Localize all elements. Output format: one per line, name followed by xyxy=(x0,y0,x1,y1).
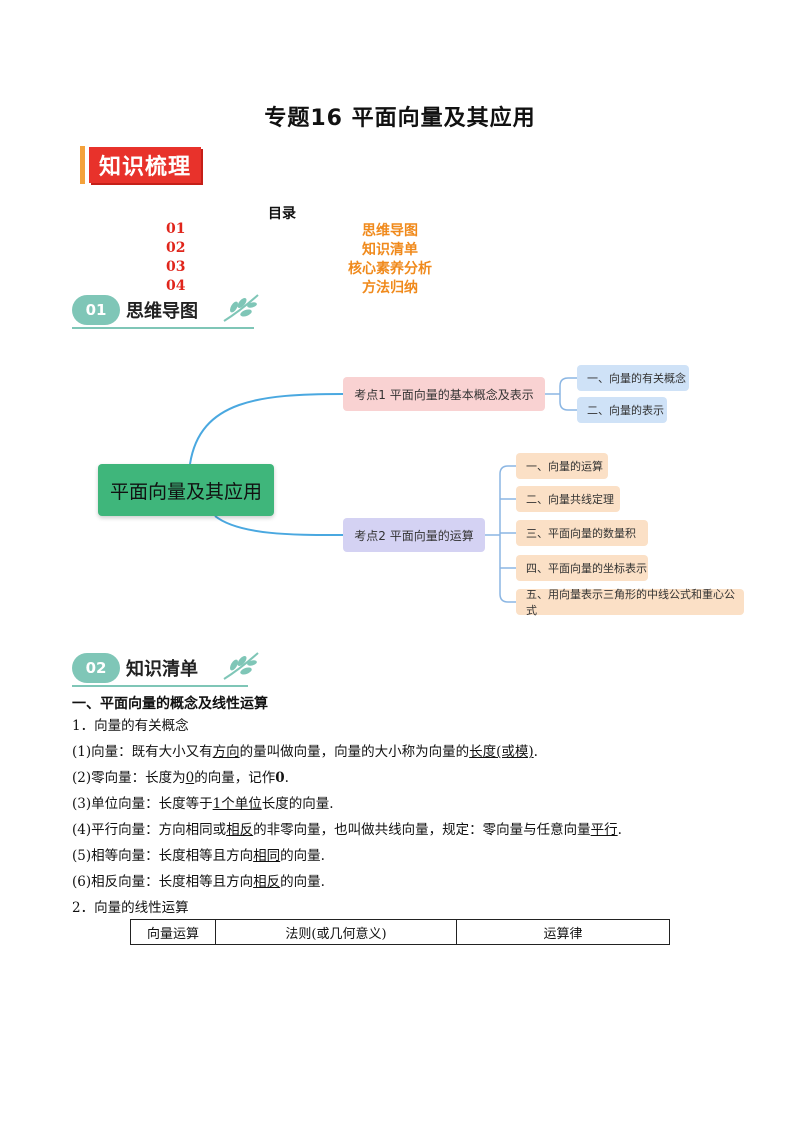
subheading: 1．向量的有关概念 xyxy=(72,718,189,734)
toc-num: 01 xyxy=(166,221,186,237)
definition-line: (1)向量：既有大小又有方向的量叫做向量，向量的大小称为向量的长度(或模). xyxy=(72,744,538,760)
leaf-icon xyxy=(223,294,259,322)
section-number: 01 xyxy=(72,295,120,325)
mindmap-connectors xyxy=(189,377,577,603)
definition-line: (2)零向量：长度为0的向量，记作0. xyxy=(72,770,289,786)
leaf-icon xyxy=(223,652,259,680)
mindmap-topic-1: 考点1 平面向量的基本概念及表示 xyxy=(343,377,545,411)
section-label: 知识清单 xyxy=(126,659,198,680)
definition-line: (5)相等向量：长度相等且方向相同的向量. xyxy=(72,848,325,864)
toc-link-literacy[interactable]: 核心素养分析 xyxy=(348,261,432,277)
mindmap-root: 平面向量及其应用 xyxy=(98,464,274,516)
table-header: 向量运算 xyxy=(130,919,216,945)
table-header: 法则(或几何意义) xyxy=(215,919,457,945)
mindmap-leaf: 二、向量共线定理 xyxy=(516,486,620,512)
section-underline xyxy=(72,685,248,687)
toc-num: 02 xyxy=(166,240,186,256)
mindmap-leaf: 五、用向量表示三角形的中线公式和重心公式 xyxy=(516,588,744,617)
toc-link-methods[interactable]: 方法归纳 xyxy=(362,280,418,296)
mindmap-leaf: 一、向量的运算 xyxy=(516,453,608,479)
section-banner: 知识梳理 xyxy=(80,146,202,184)
banner-label: 知识梳理 xyxy=(89,147,202,183)
section-underline xyxy=(72,327,254,329)
mindmap-topic-2: 考点2 平面向量的运算 xyxy=(343,518,485,552)
operations-table: 向量运算 法则(或几何意义) 运算律 xyxy=(130,919,670,945)
toc-link-mindmap[interactable]: 思维导图 xyxy=(362,223,418,239)
section-header-checklist: 02 知识清单 xyxy=(72,652,262,687)
definition-line: (4)平行向量：方向相同或相反的非零向量，也叫做共线向量，规定：零向量与任意向量… xyxy=(72,822,622,838)
section-number: 02 xyxy=(72,653,120,683)
mindmap-leaf: 一、向量的有关概念 xyxy=(577,365,689,391)
toc-num: 04 xyxy=(166,278,186,294)
document-title: 专题16 平面向量及其应用 xyxy=(264,106,536,131)
table-header: 运算律 xyxy=(456,919,670,945)
toc-link-checklist[interactable]: 知识清单 xyxy=(362,242,418,258)
definition-line: (3)单位向量：长度等于1个单位长度的向量. xyxy=(72,796,334,812)
section-header-mindmap: 01 思维导图 xyxy=(72,294,262,329)
content-heading: 一、平面向量的概念及线性运算 xyxy=(72,696,268,712)
mindmap-leaf: 四、平面向量的坐标表示 xyxy=(516,555,648,581)
mindmap-leaf: 二、向量的表示 xyxy=(577,397,667,423)
subheading: 2．向量的线性运算 xyxy=(72,900,189,916)
mindmap-leaf: 三、平面向量的数量积 xyxy=(516,520,648,546)
toc-num: 03 xyxy=(166,259,186,275)
section-label: 思维导图 xyxy=(126,301,198,322)
toc-title: 目录 xyxy=(268,206,296,222)
definition-line: (6)相反向量：长度相等且方向相反的向量. xyxy=(72,874,325,890)
banner-stripe xyxy=(80,146,85,184)
